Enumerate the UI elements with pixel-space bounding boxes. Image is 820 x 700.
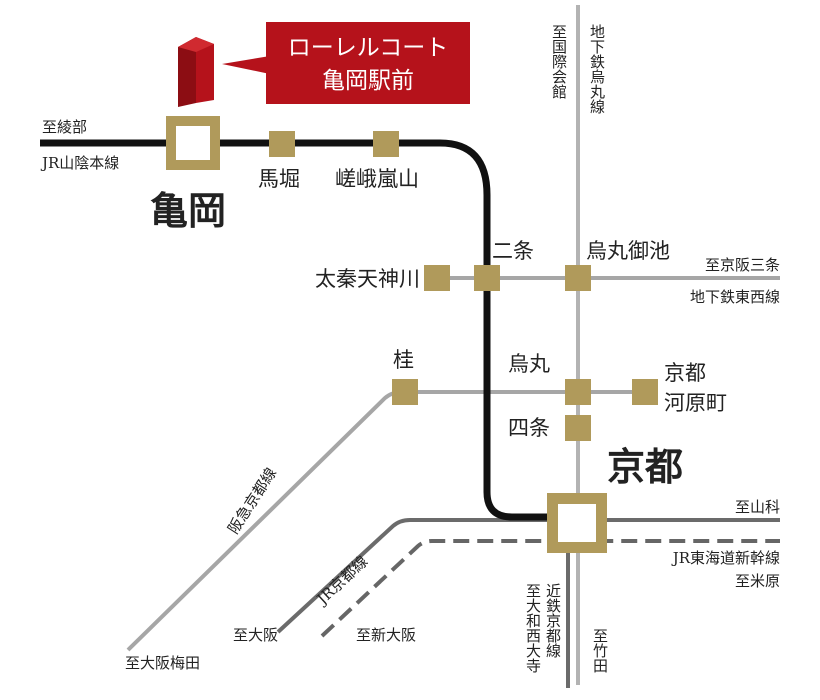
- station-karasuma[interactable]: [565, 379, 591, 405]
- direction-to-kokusaikaikan: 至国際会館: [550, 24, 568, 99]
- station-umahori[interactable]: [269, 131, 295, 157]
- station-shijo[interactable]: [565, 415, 591, 441]
- station-karasuma-oike[interactable]: [565, 265, 591, 291]
- direction-to-osaka: 至大阪: [233, 626, 278, 644]
- direction-to-yamato-saidaiji: 至大和西大寺: [524, 583, 542, 673]
- station-label-kameoka: 亀岡: [150, 188, 226, 233]
- direction-to-yamashina: 至山科: [735, 498, 780, 516]
- direction-to-keihan-sanjo: 至京阪三条: [705, 256, 780, 274]
- line-label-jr-tokaido-shinkansen: JR東海道新幹線: [671, 549, 780, 567]
- banner-line2: 亀岡駅前: [322, 68, 414, 94]
- station-label-saga-arashiyama: 嵯峨嵐山: [335, 167, 419, 191]
- building-icon: [178, 37, 214, 107]
- direction-to-shin-osaka: 至新大阪: [356, 626, 416, 644]
- station-katsura[interactable]: [392, 379, 418, 405]
- jr-kyoto-line: [276, 518, 780, 634]
- station-saga-arashiyama[interactable]: [373, 131, 399, 157]
- direction-to-ayabe: 至綾部: [42, 118, 87, 136]
- direction-to-takeda: 至竹田: [591, 628, 609, 673]
- station-label-karasuma: 烏丸: [508, 352, 550, 376]
- line-label-jr-sanin: JR山陰本線: [40, 154, 119, 172]
- jr-sanin-line: [40, 139, 552, 521]
- station-label-shijo: 四条: [508, 416, 550, 440]
- station-label-kawaramachi-line2: 河原町: [664, 391, 727, 415]
- station-label-karasuma-oike: 烏丸御池: [586, 239, 670, 263]
- station-kyoto[interactable]: [547, 493, 607, 553]
- station-nijo[interactable]: [474, 265, 500, 291]
- banner-line1: ローレルコート: [288, 35, 449, 61]
- direction-to-osaka-umeda: 至大阪梅田: [125, 654, 200, 672]
- station-uzumasa-tenjingawa[interactable]: [424, 265, 450, 291]
- line-label-subway-tozai: 地下鉄東西線: [690, 288, 780, 306]
- station-label-kyoto: 京都: [607, 444, 683, 489]
- line-label-kintetsu-kyoto: 近鉄京都線: [544, 583, 562, 658]
- station-label-kawaramachi-line1: 京都: [664, 361, 706, 385]
- station-label-umahori: 馬堀: [258, 167, 300, 191]
- jr-tokaido-shinkansen-line: [320, 539, 780, 638]
- line-label-subway-karasuma: 地下鉄烏丸線: [588, 24, 606, 114]
- direction-to-maibara: 至米原: [735, 572, 780, 590]
- station-kyoto-kawaramachi[interactable]: [632, 379, 658, 405]
- station-label-uzumasa-tenjingawa: 太秦天神川: [315, 267, 420, 291]
- property-banner[interactable]: ローレルコート 亀岡駅前: [222, 22, 470, 104]
- station-label-katsura: 桂: [393, 348, 414, 372]
- station-label-nijo: 二条: [492, 239, 534, 263]
- station-kameoka[interactable]: [166, 116, 220, 170]
